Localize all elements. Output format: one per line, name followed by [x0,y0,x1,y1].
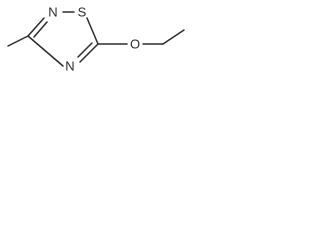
bond-c5-n4-double [77,42,93,58]
bond-ch2-ch3 [162,29,185,45]
bond-n4-c3 [27,35,64,67]
atom-n4: N [65,59,74,74]
bond-c3-n2-double [33,21,48,38]
atom-o: O [130,37,140,52]
bond-c3-n2 [27,17,45,37]
bond-c5-n4 [79,43,99,63]
bond-s1-c5 [86,17,99,45]
structural-formula: N S N O [7,5,185,74]
atom-n2: N [48,5,57,20]
bond-methyl-c3 [7,35,29,47]
atom-s1: S [78,5,87,20]
